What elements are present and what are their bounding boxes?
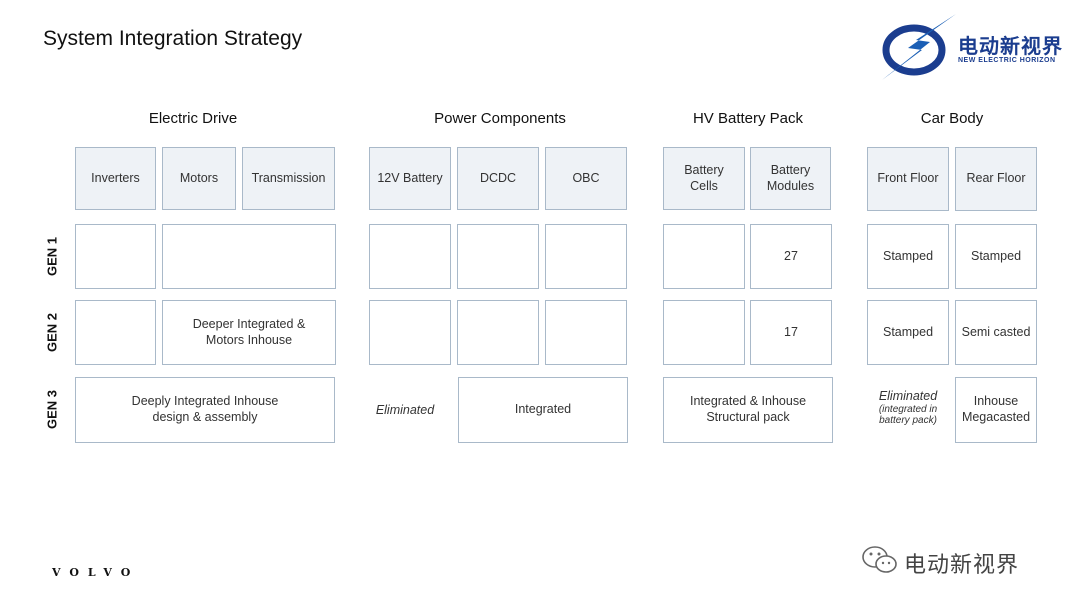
gen2-drive-cell: Deeper Integrated & Motors Inhouse <box>162 300 336 365</box>
header-front-floor: Front Floor <box>867 147 949 211</box>
gen3-12v-eliminated: Eliminated <box>375 403 435 417</box>
header-transmission: Transmission <box>242 147 335 210</box>
gen1-inverters-cell <box>75 224 156 289</box>
lightning-logo-icon <box>882 14 956 80</box>
header-motors: Motors <box>162 147 236 210</box>
gen1-dcdc-cell <box>457 224 539 289</box>
gen1-front-floor-cell: Stamped <box>867 224 949 289</box>
volvo-wordmark: VOLVO <box>52 566 140 579</box>
gen1-label: GEN 1 <box>44 237 60 277</box>
gen1-rear-floor-cell: Stamped <box>955 224 1037 289</box>
gen3-front-note: (integrated in battery pack) <box>878 403 938 426</box>
gen1-12v-cell <box>369 224 451 289</box>
gen3-front-eliminated-text: Eliminated <box>878 389 938 403</box>
header-12v-battery: 12V Battery <box>369 147 451 210</box>
gen2-inverters-cell <box>75 300 156 365</box>
gen1-modules-cell: 27 <box>750 224 832 289</box>
header-inverters: Inverters <box>75 147 156 210</box>
gen3-label: GEN 3 <box>44 390 60 430</box>
gen3-rear-floor-cell: Inhouse Megacasted <box>955 377 1037 443</box>
header-dcdc: DCDC <box>457 147 539 210</box>
header-battery-cells: Battery Cells <box>663 147 745 210</box>
brand-logo: 电动新视界 NEW ELECTRIC HORIZON <box>878 12 1068 82</box>
logo-en-text: NEW ELECTRIC HORIZON <box>958 57 1056 64</box>
gen1-obc-cell <box>545 224 627 289</box>
watermark: 电动新视界 <box>860 543 1060 579</box>
logo-cn-text: 电动新视界 <box>958 36 1063 58</box>
gen2-rear-floor-cell: Semi casted <box>955 300 1037 365</box>
group-hv-battery: HV Battery Pack <box>692 110 804 127</box>
gen2-front-floor-cell: Stamped <box>867 300 949 365</box>
gen1-cells-cell <box>663 224 745 289</box>
gen3-power-cell: Integrated <box>458 377 628 443</box>
group-electric-drive: Electric Drive <box>148 110 238 127</box>
gen2-modules-cell: 17 <box>750 300 832 365</box>
header-battery-modules: Battery Modules <box>750 147 831 210</box>
group-car-body: Car Body <box>920 110 984 127</box>
header-rear-floor: Rear Floor <box>955 147 1037 211</box>
header-obc: OBC <box>545 147 627 210</box>
gen3-front-floor-eliminated: Eliminated (integrated in battery pack) <box>867 389 949 426</box>
page-title: System Integration Strategy <box>43 27 303 50</box>
gen3-battery-cell: Integrated & Inhouse Structural pack <box>663 377 833 443</box>
gen2-obc-cell <box>545 300 627 365</box>
watermark-text: 电动新视界 <box>904 552 1020 577</box>
group-power-components: Power Components <box>434 110 566 127</box>
gen2-dcdc-cell <box>457 300 539 365</box>
gen2-12v-cell <box>369 300 451 365</box>
gen3-drive-cell: Deeply Integrated Inhouse design & assem… <box>75 377 335 443</box>
gen1-motors-transmission-cell <box>162 224 336 289</box>
wechat-icon <box>862 546 897 573</box>
gen2-cells-cell <box>663 300 745 365</box>
gen2-label: GEN 2 <box>44 313 60 353</box>
